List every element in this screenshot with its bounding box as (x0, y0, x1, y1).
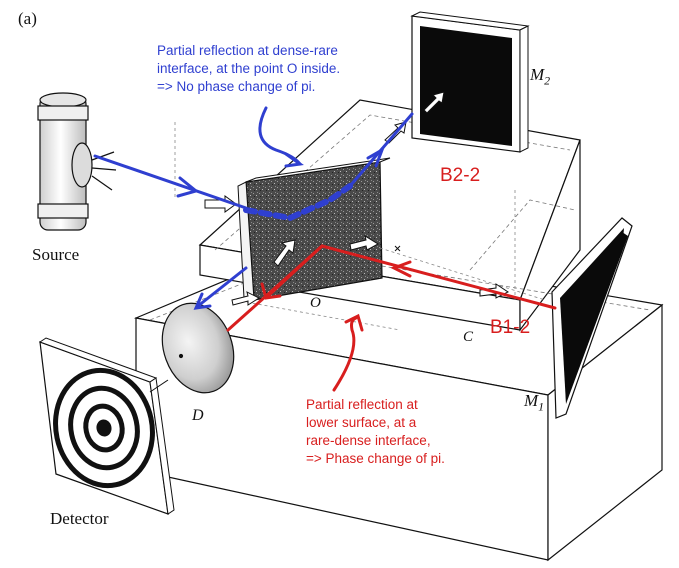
interference-rings (53, 367, 155, 489)
blue-note-line-2: interface, at the point O inside. (157, 61, 341, 76)
mirror-m2 (410, 11, 530, 153)
red-note-line-1: Partial reflection at (306, 397, 418, 412)
mirror-m1 (551, 217, 633, 419)
red-note-line-3: rare-dense interface, (306, 433, 431, 448)
blue-note-line-1: Partial reflection at dense-rare (157, 43, 338, 58)
source-label: Source (32, 245, 80, 264)
blue-note-line-3: => No phase change of pi. (157, 79, 316, 94)
beam-splitter-plate (237, 157, 391, 301)
beam-b12-label: B1-2 (490, 317, 531, 338)
red-note-line-2: lower surface, at a (306, 415, 417, 430)
point-o-label: O (310, 295, 321, 311)
mirror-m2-label: M2 (530, 65, 551, 88)
base-table (133, 99, 664, 562)
lens-d-label: D (192, 407, 204, 424)
lens-d (149, 302, 235, 394)
detector-label: Detector (50, 509, 109, 528)
figure-label: (a) (18, 9, 37, 28)
point-c-label: C (463, 329, 474, 345)
light-source (37, 92, 93, 231)
red-note-line-4: => Phase change of pi. (306, 451, 445, 466)
mirror-m1-label: M1 (524, 391, 545, 414)
red-beam-path (226, 244, 557, 392)
beam-b22-label: B2-2 (440, 165, 481, 186)
blue-beam-path (93, 106, 414, 310)
